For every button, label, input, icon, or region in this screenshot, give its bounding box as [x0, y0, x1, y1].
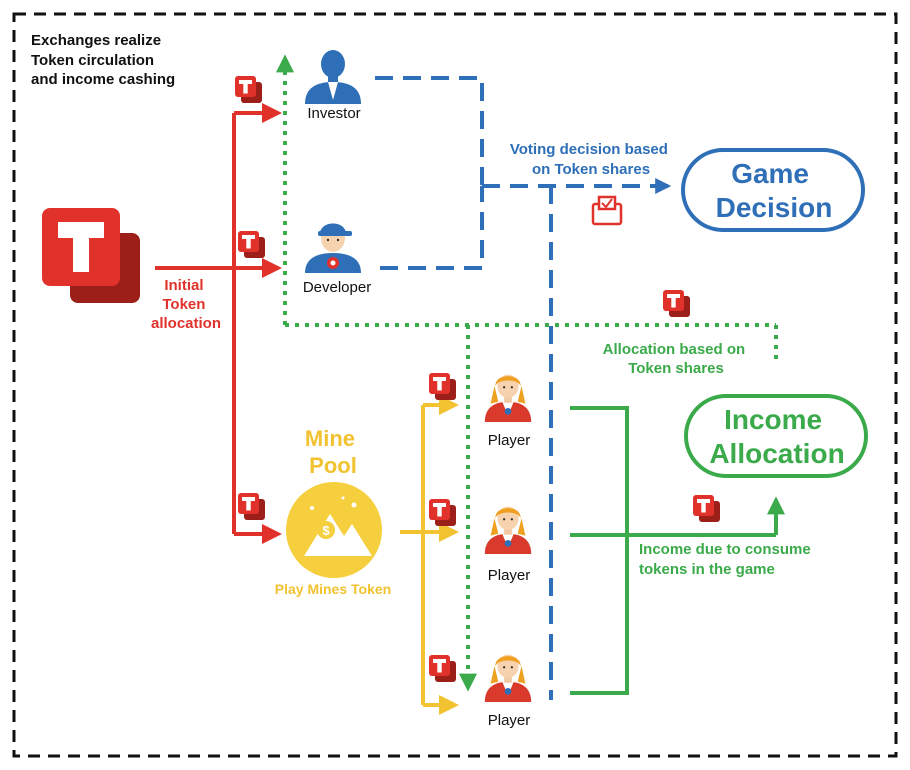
- svg-text:$: $: [322, 523, 330, 538]
- player-label: Player: [488, 567, 531, 584]
- developer-label: Developer: [303, 279, 371, 296]
- token-icon: [429, 373, 456, 400]
- big-token-icon: [42, 208, 140, 303]
- mine-pool-flow: [400, 395, 459, 715]
- income-flow: [570, 406, 785, 695]
- income-allocation-label: Income Allocation: [709, 404, 844, 469]
- player-icon: [484, 374, 532, 423]
- player-icon: [484, 506, 532, 555]
- player-icon: [484, 654, 532, 703]
- token-icon: [693, 495, 720, 522]
- income-allocation-box: [684, 394, 868, 478]
- mine-pool-icon: $: [286, 482, 382, 578]
- frame-title: Exchanges realize Token circulation and …: [31, 32, 175, 88]
- income-due-label: Income due to consume tokens in the game: [639, 541, 815, 578]
- token-icon: [429, 499, 456, 526]
- investor-icon: [305, 50, 361, 104]
- outer-frame: [12, 12, 898, 758]
- player-label: Player: [488, 712, 531, 729]
- initial-allocation-flow: [155, 103, 282, 544]
- ballot-box-icon: [591, 195, 623, 226]
- developer-icon: [305, 223, 361, 273]
- investor-label: Investor: [307, 105, 360, 122]
- voting-label: Voting decision based on Token shares: [510, 141, 672, 178]
- initial-allocation-label: Initial Token allocation: [151, 277, 221, 332]
- game-decision-box: [681, 148, 865, 232]
- token-icon: [235, 76, 262, 103]
- allocation-shares-label: Allocation based on Token shares: [603, 341, 750, 377]
- token-icon: [429, 655, 456, 682]
- allocation-flow: [276, 54, 778, 692]
- token-icon: [663, 290, 690, 317]
- play-mines-token-label: Play Mines Token: [275, 581, 391, 597]
- voting-flow: [375, 76, 672, 700]
- token-icon: [238, 493, 265, 520]
- player-label: Player: [488, 432, 531, 449]
- game-decision-label: Game Decision: [716, 158, 833, 223]
- mine-pool-title: Mine Pool: [305, 426, 361, 478]
- token-icon: [238, 231, 265, 258]
